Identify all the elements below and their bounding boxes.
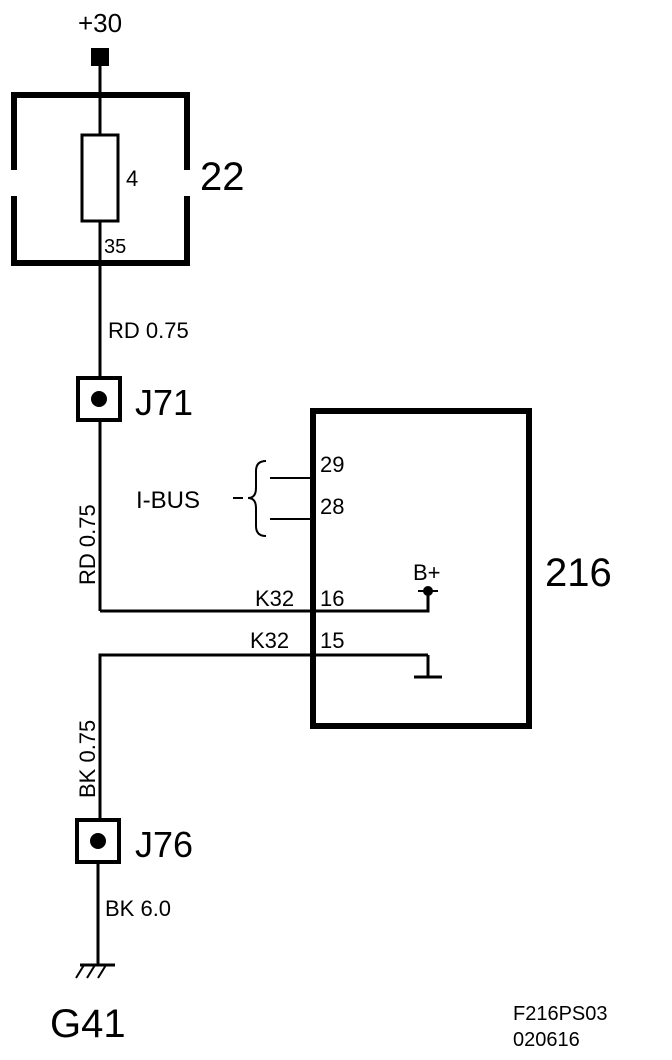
ibus-brace (247, 460, 267, 537)
ground-symbol (75, 963, 115, 979)
ground-pin-label: 15 (320, 628, 344, 653)
wire-ground-from-module (98, 653, 428, 820)
ground-id: G41 (50, 1002, 126, 1046)
ibus-pin-28-label: 28 (320, 494, 344, 519)
b-plus-terminal (423, 586, 433, 596)
ibus-pin-29-label: 29 (320, 452, 344, 477)
fuse-box-22: 4 35 (11, 92, 190, 266)
wire-power-to-module (100, 595, 430, 613)
ibus-label: I-BUS (136, 487, 200, 514)
wire-label-j71-to-module: RD 0.75 (75, 504, 100, 585)
wire-label-module-to-j76: BK 0.75 (75, 720, 100, 798)
footer-code: F216PS03 (513, 1003, 608, 1025)
power-connector-label: K32 (255, 586, 294, 611)
wire-label-j76-to-ground: BK 6.0 (105, 896, 171, 921)
ground-connector-label: K32 (250, 628, 289, 653)
splice-j76-label: J76 (135, 824, 193, 865)
supply-label: +30 (78, 8, 122, 38)
supply-terminal (91, 48, 109, 66)
module-216-box (310, 408, 532, 729)
footer-date: 020616 (513, 1029, 580, 1051)
module-id: 216 (545, 551, 612, 595)
splice-j76 (75, 818, 121, 864)
splice-j71 (76, 376, 122, 422)
fuse-number: 4 (126, 166, 138, 191)
b-plus-label: B+ (413, 560, 441, 585)
wire-label-fuse-to-j71: RD 0.75 (108, 318, 189, 343)
fuse-element (80, 133, 120, 223)
fuse-box-id: 22 (200, 155, 245, 199)
power-pin-label: 16 (320, 586, 344, 611)
splice-j71-label: J71 (135, 382, 193, 423)
fuse-output-pin: 35 (104, 236, 126, 258)
